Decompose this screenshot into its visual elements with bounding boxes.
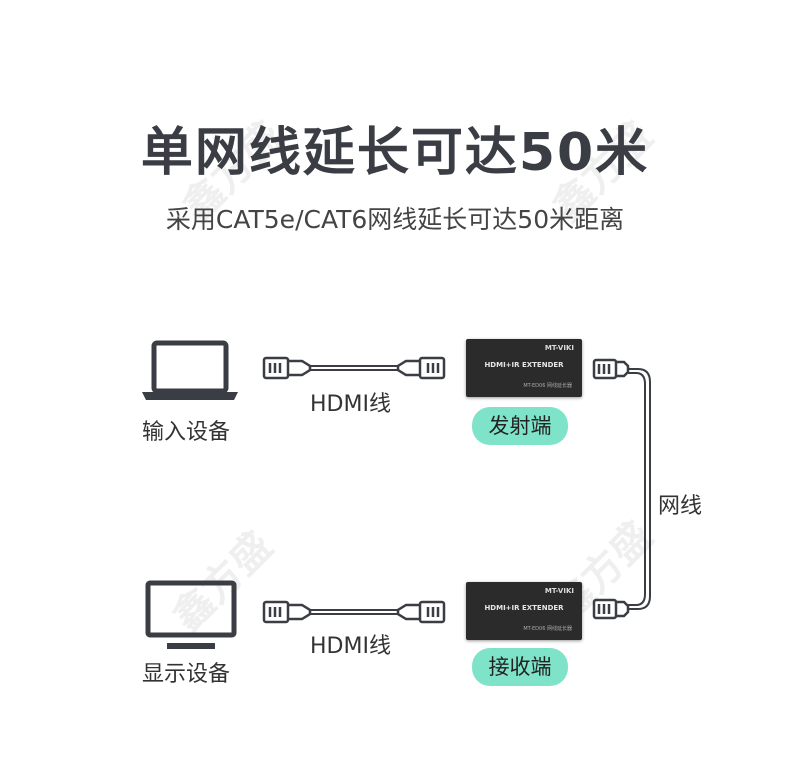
device-small-text: MT-ED06 网线延长器 bbox=[523, 626, 572, 632]
transmitter-device: MT-VIKI HDMI+IR EXTENDER MT-ED06 网线延长器 bbox=[466, 339, 582, 397]
device-model: HDMI+IR EXTENDER bbox=[484, 604, 564, 612]
hdmi-cable-label: HDMI线 bbox=[310, 392, 391, 417]
receiver-device: MT-VIKI HDMI+IR EXTENDER MT-ED06 网线延长器 bbox=[466, 582, 582, 640]
network-cable-icon bbox=[592, 358, 651, 620]
hdmi-cable-label: HDMI线 bbox=[310, 634, 391, 659]
device-model: HDMI+IR EXTENDER bbox=[484, 361, 564, 369]
network-cable-label: 网线 bbox=[658, 494, 703, 519]
page-subtitle: 采用CAT5e/CAT6网线延长可达50米距离 bbox=[165, 205, 625, 234]
monitor-icon bbox=[145, 580, 237, 649]
input-device-label: 输入设备 bbox=[142, 420, 231, 445]
receiver-label: 接收端 bbox=[472, 648, 568, 686]
laptop-icon bbox=[142, 340, 238, 400]
device-brand: MT-VIKI bbox=[544, 344, 574, 352]
display-device-label: 显示设备 bbox=[142, 662, 231, 687]
hdmi-cable-icon bbox=[262, 356, 446, 380]
device-brand: MT-VIKI bbox=[544, 587, 574, 595]
page-title: 单网线延长可达50米 bbox=[140, 123, 650, 183]
hdmi-cable-icon bbox=[262, 600, 446, 624]
device-small-text: MT-ED06 网线延长器 bbox=[523, 383, 572, 389]
transmitter-label: 发射端 bbox=[472, 407, 568, 445]
